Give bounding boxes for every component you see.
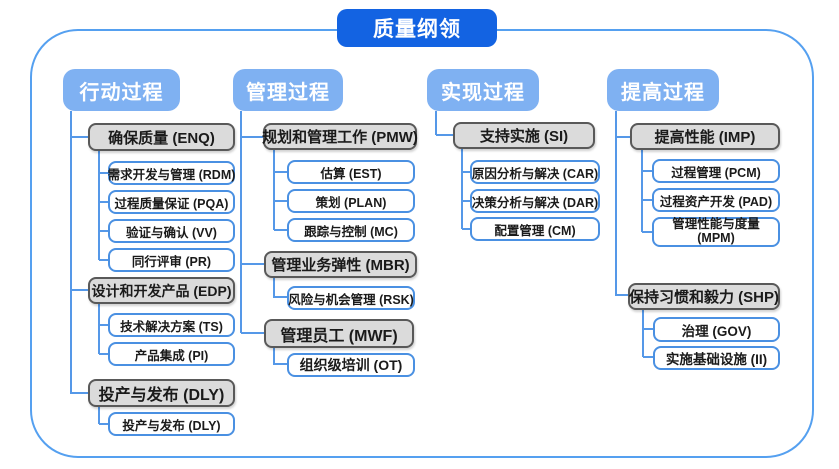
connector-line xyxy=(462,171,470,173)
connector-line xyxy=(99,172,108,174)
node-mpm: 管理性能与度量 (MPM) xyxy=(652,217,780,247)
node-gov: 治理 (GOV) xyxy=(653,317,780,342)
connector-line xyxy=(462,200,470,202)
node-enq: 确保质量 (ENQ) xyxy=(88,123,235,151)
connector-line xyxy=(615,111,617,296)
column-header-implementation-process: 实现过程 xyxy=(427,69,539,111)
connector-line xyxy=(641,150,643,232)
connector-line xyxy=(274,363,287,365)
column-header-management-process: 管理过程 xyxy=(233,69,343,111)
connector-line xyxy=(240,111,242,333)
connector-line xyxy=(274,229,287,231)
connector-line xyxy=(98,304,100,354)
node-vv: 验证与确认 (VV) xyxy=(108,219,235,243)
node-pad: 过程资产开发 (PAD) xyxy=(652,188,780,212)
node-pr: 同行评审 (PR) xyxy=(108,248,235,272)
connector-line xyxy=(643,328,653,330)
connector-line xyxy=(99,259,108,261)
connector-line xyxy=(241,332,264,334)
connector-line xyxy=(99,353,108,355)
node-si: 支持实施 (SI) xyxy=(453,122,595,149)
connector-line xyxy=(462,228,470,230)
connector-line xyxy=(70,111,72,394)
connector-line xyxy=(71,136,88,138)
node-car: 原因分析与解决 (CAR) xyxy=(470,160,600,184)
connector-line xyxy=(274,171,287,173)
connector-line xyxy=(99,423,108,425)
connector-line xyxy=(71,289,88,291)
node-edp: 设计和开发产品 (EDP) xyxy=(88,277,235,304)
node-ii: 实施基础设施 (II) xyxy=(653,346,780,370)
connector-line xyxy=(241,263,264,265)
connector-line xyxy=(98,407,100,424)
connector-line xyxy=(642,231,652,233)
connector-line xyxy=(99,201,108,203)
node-shp: 保持习惯和毅力 (SHP) xyxy=(628,283,780,310)
connector-line xyxy=(273,278,275,298)
column-header-improvement-process: 提高过程 xyxy=(607,69,719,111)
diagram-title: 质量纲领 xyxy=(337,9,497,47)
connector-line xyxy=(616,136,630,138)
connector-line xyxy=(642,310,644,357)
node-ts: 技术解决方案 (TS) xyxy=(108,313,235,337)
connector-line xyxy=(71,392,88,394)
connector-line xyxy=(461,149,463,229)
connector-line xyxy=(274,296,287,298)
node-dar: 决策分析与解决 (DAR) xyxy=(470,189,600,213)
connector-line xyxy=(98,151,100,260)
node-imp: 提高性能 (IMP) xyxy=(630,123,780,150)
node-dly: 投产与发布 (DLY) xyxy=(88,379,235,407)
node-cm: 配置管理 (CM) xyxy=(470,217,600,241)
node-ot: 组织级培训 (OT) xyxy=(287,353,415,377)
connector-line xyxy=(241,136,263,138)
node-pmw: 规划和管理工作 (PMW) xyxy=(262,123,418,150)
node-pqa: 过程质量保证 (PQA) xyxy=(108,190,235,214)
node-rsk: 风险与机会管理 (RSK) xyxy=(287,286,415,310)
column-header-action-process: 行动过程 xyxy=(63,69,180,111)
connector-line xyxy=(273,348,275,365)
node-est: 估算 (EST) xyxy=(287,160,415,184)
node-mc: 跟踪与控制 (MC) xyxy=(287,218,415,242)
connector-line xyxy=(99,230,108,232)
node-plan: 策划 (PLAN) xyxy=(287,189,415,213)
connector-line xyxy=(273,150,275,230)
connector-line xyxy=(616,294,628,296)
connector-line xyxy=(643,356,653,358)
connector-line xyxy=(642,170,652,172)
node-pi: 产品集成 (PI) xyxy=(108,342,235,366)
node-pcm: 过程管理 (PCM) xyxy=(652,159,780,183)
connector-line xyxy=(436,134,453,136)
connector-line xyxy=(642,199,652,201)
node-mwf: 管理员工 (MWF) xyxy=(264,319,414,348)
node-rdm: 需求开发与管理 (RDM) xyxy=(108,161,235,185)
node-mbr: 管理业务弹性 (MBR) xyxy=(264,251,417,278)
connector-line xyxy=(435,111,437,135)
node-dly-child: 投产与发布 (DLY) xyxy=(108,412,235,436)
connector-line xyxy=(274,200,287,202)
connector-line xyxy=(99,324,108,326)
